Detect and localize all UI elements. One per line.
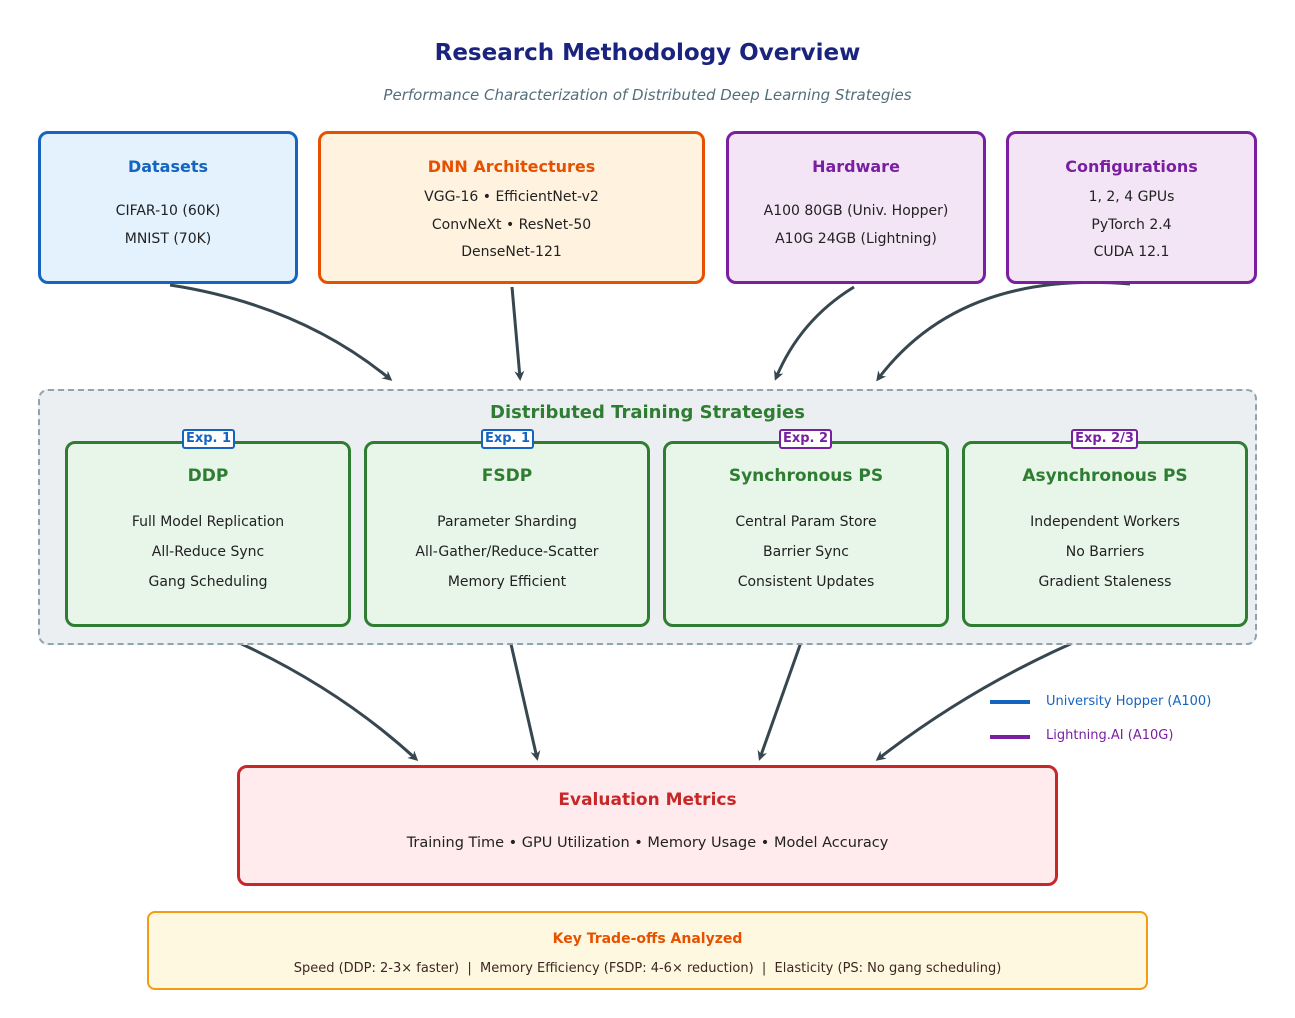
strategy-line: Central Param Store	[735, 514, 877, 530]
tradeoffs-line: Speed (DDP: 2-3× faster) | Memory Effici…	[293, 961, 1002, 976]
page-title: Research Methodology Overview	[434, 40, 861, 66]
configurations-line: CUDA 12.1	[1093, 244, 1170, 260]
page-subtitle: Performance Characterization of Distribu…	[383, 86, 912, 104]
arrow-datasets-to-strategies	[169, 283, 393, 381]
strategy-fsdp-box: FSDP Parameter Sharding All-Gather/Reduc…	[364, 441, 650, 627]
strategy-name: Asynchronous PS	[1022, 466, 1188, 486]
strategy-async-ps-box: Asynchronous PS Independent Workers No B…	[962, 441, 1248, 627]
strategy-line: All-Reduce Sync	[151, 544, 265, 560]
tradeoffs-box: Key Trade-offs Analyzed Speed (DDP: 2-3×…	[147, 911, 1148, 990]
legend-swatch-hopper	[990, 700, 1030, 704]
strategy-line: Independent Workers	[1030, 514, 1180, 530]
evaluation-box: Evaluation Metrics Training Time • GPU U…	[237, 765, 1058, 886]
datasets-line: CIFAR-10 (60K)	[115, 203, 221, 219]
arrow-ddp-to-evaluation	[209, 628, 419, 762]
strategy-name: DDP	[187, 466, 229, 486]
configurations-line: 1, 2, 4 GPUs	[1088, 189, 1175, 205]
strategy-line: Consistent Updates	[737, 574, 875, 590]
strategy-name: Synchronous PS	[728, 466, 884, 486]
strategy-line: Full Model Replication	[131, 514, 285, 530]
tradeoffs-title: Key Trade-offs Analyzed	[552, 931, 743, 947]
architectures-line: DenseNet-121	[461, 244, 562, 260]
experiment-badge: Exp. 2/3	[1071, 429, 1138, 449]
arrow-syncps-to-evaluation	[757, 630, 807, 761]
legend-swatch-lightning	[990, 735, 1030, 739]
evaluation-title: Evaluation Metrics	[558, 790, 737, 810]
experiment-badge: Exp. 2	[779, 429, 832, 449]
strategy-name: FSDP	[481, 466, 533, 486]
strategy-line: Barrier Sync	[763, 544, 849, 560]
strategy-ddp-box: DDP Full Model Replication All-Reduce Sy…	[65, 441, 351, 627]
strategy-line: All-Gather/Reduce-Scatter	[415, 544, 599, 560]
configurations-box: Configurations 1, 2, 4 GPUs PyTorch 2.4 …	[1006, 131, 1257, 284]
hardware-title: Hardware	[812, 157, 900, 176]
datasets-title: Datasets	[127, 157, 209, 176]
arrow-architectures-to-strategies	[510, 286, 525, 381]
evaluation-metrics: Training Time • GPU Utilization • Memory…	[406, 835, 889, 851]
architectures-line: ConvNeXt • ResNet-50	[431, 217, 592, 233]
architectures-line: VGG-16 • EfficientNet-v2	[424, 189, 599, 205]
strategy-line: Gradient Staleness	[1038, 574, 1172, 590]
strategy-line: Memory Efficient	[447, 574, 567, 590]
experiment-badge: Exp. 1	[182, 429, 235, 449]
strategy-line: Gang Scheduling	[148, 574, 268, 590]
arrow-fsdp-to-evaluation	[506, 630, 541, 761]
datasets-line: MNIST (70K)	[124, 231, 212, 247]
legend-label-hopper: University Hopper (A100)	[1046, 694, 1212, 709]
arrow-configurations-to-strategies	[876, 280, 1131, 382]
configurations-title: Configurations	[1065, 157, 1198, 176]
datasets-box: Datasets CIFAR-10 (60K) MNIST (70K)	[38, 131, 298, 284]
arrow-hardware-to-strategies	[774, 285, 855, 381]
strategies-title: Distributed Training Strategies	[490, 402, 805, 423]
architectures-title: DNN Architectures	[427, 157, 596, 176]
hardware-box: Hardware A100 80GB (Univ. Hopper) A10G 2…	[726, 131, 986, 284]
experiment-badge: Exp. 1	[481, 429, 534, 449]
legend-label-lightning: Lightning.AI (A10G)	[1046, 728, 1174, 743]
strategy-sync-ps-box: Synchronous PS Central Param Store Barri…	[663, 441, 949, 627]
architectures-box: DNN Architectures VGG-16 • EfficientNet-…	[318, 131, 705, 284]
strategy-line: No Barriers	[1065, 544, 1145, 560]
hardware-line: A100 80GB (Univ. Hopper)	[763, 203, 949, 219]
configurations-line: PyTorch 2.4	[1091, 217, 1172, 233]
hardware-line: A10G 24GB (Lightning)	[775, 231, 937, 247]
strategy-line: Parameter Sharding	[437, 514, 577, 530]
